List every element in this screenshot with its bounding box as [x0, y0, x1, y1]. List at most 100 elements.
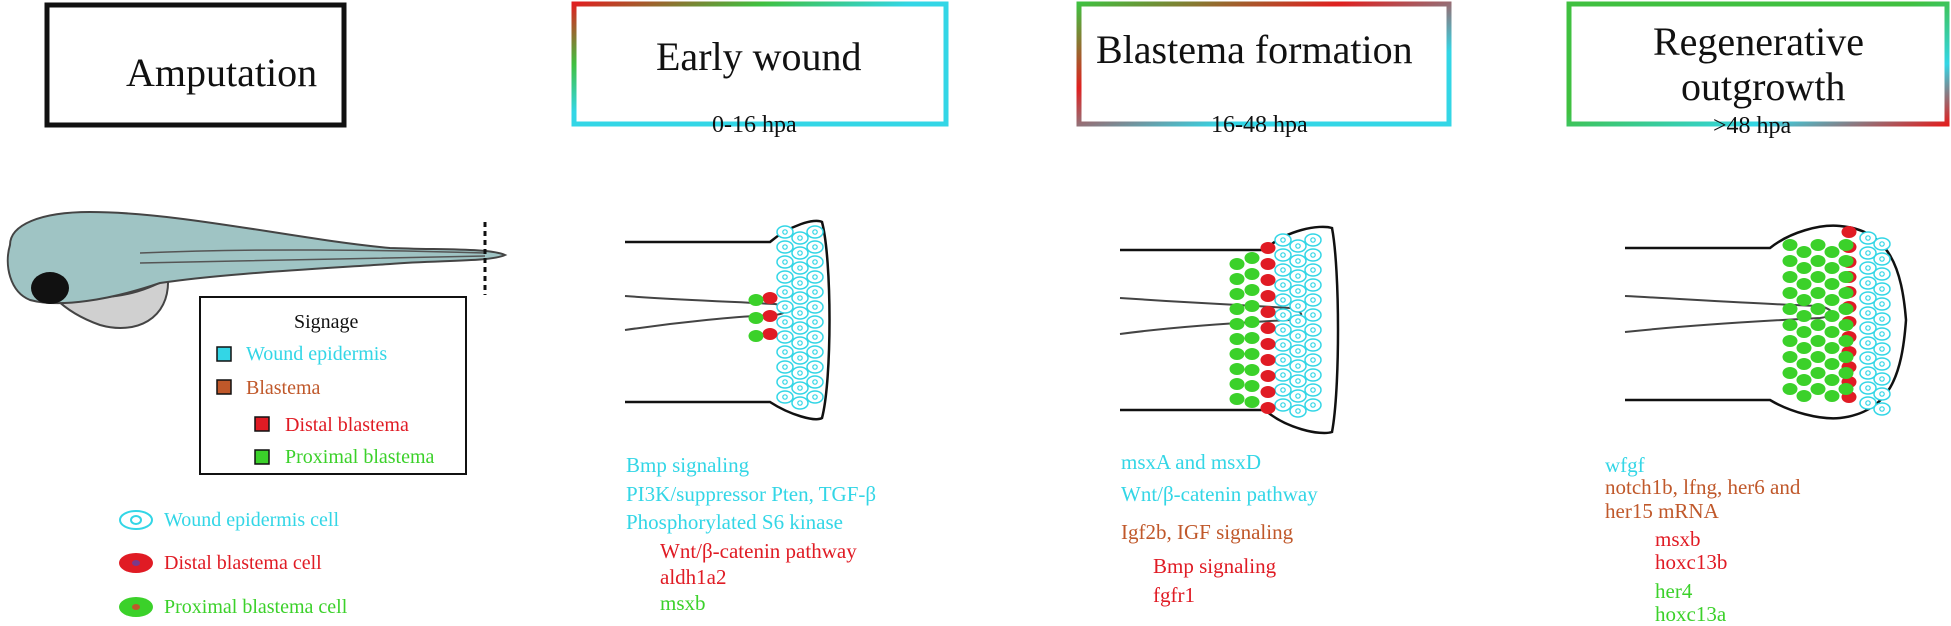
- outgrowth-box: [1566, 1, 1950, 127]
- wound-epidermis-cell: [1859, 321, 1877, 335]
- wound-epidermis-cell: [1873, 387, 1891, 401]
- wound-epidermis-cell: [776, 375, 794, 389]
- wound-epidermis-cell: [1859, 246, 1877, 260]
- wound-epidermis-cell: [1859, 351, 1877, 365]
- proximal-blastema-cell: [1838, 335, 1854, 347]
- wound-epidermis-cell: [776, 330, 794, 344]
- gene-early-4: Wnt/β-catenin pathway: [660, 539, 857, 563]
- proximal-blastema-cell: [1824, 374, 1840, 386]
- wound-epidermis-cell: [1274, 398, 1292, 412]
- wound-epidermis-cell: [1873, 372, 1891, 386]
- gene-blastema-1: msxA and msxD: [1121, 450, 1262, 474]
- proximal-blastema-cell: [1244, 300, 1260, 312]
- signage-box: [199, 296, 467, 475]
- gene-outgrowth-1: wfgf: [1605, 453, 1645, 477]
- proximal-blastema-cell: [1244, 396, 1260, 408]
- wound-epidermis-cell: [791, 291, 809, 305]
- proximal-blastema-cell: [1796, 390, 1812, 402]
- legend-distal-blastema-cell: Distal blastema cell: [164, 552, 322, 574]
- proximal-blastema-cell: [1782, 335, 1798, 347]
- gene-outgrowth-5: hoxc13b: [1655, 550, 1728, 574]
- wound-epidermis-cell: [1859, 276, 1877, 290]
- wound-epidermis-cell: [1873, 327, 1891, 341]
- wound-epidermis-cell: [1274, 353, 1292, 367]
- wound-epidermis-cell: [1873, 312, 1891, 326]
- proximal-blastema-cell: [1796, 342, 1812, 354]
- proximal-blastema-cell: [1782, 351, 1798, 363]
- proximal-blastema-cell: [1810, 351, 1826, 363]
- gene-blastema-4: Bmp signaling: [1153, 554, 1277, 578]
- proximal-blastema-cell: [1244, 252, 1260, 264]
- distal-blastema-cell: [762, 310, 778, 322]
- wound-epidermis-cell: [1274, 278, 1292, 292]
- signage-blastema: Blastema: [246, 377, 321, 399]
- distal-blastema-cell: [1260, 242, 1276, 254]
- proximal-blastema-cell: [748, 330, 764, 342]
- distal-blastema-cell-icon: [119, 553, 153, 573]
- fish-eye: [31, 272, 69, 304]
- proximal-blastema-cell: [1838, 255, 1854, 267]
- proximal-blastema-cell: [1838, 367, 1854, 379]
- wound-epidermis-cell: [776, 300, 794, 314]
- proximal-blastema-cell: [1838, 239, 1854, 251]
- amputation-box: [44, 2, 347, 128]
- proximal-blastema-cell: [1810, 303, 1826, 315]
- wound-epidermis-cell: [806, 390, 824, 404]
- fin-blastema-formation: [1119, 225, 1340, 435]
- wound-epidermis-cell: [1859, 261, 1877, 275]
- gene-early-2: PI3K/suppressor Pten, TGF-β: [626, 482, 877, 506]
- proximal-blastema-cell: [1824, 326, 1840, 338]
- wound-epidermis-cell: [791, 336, 809, 350]
- proximal-blastema-cell: [1229, 273, 1245, 285]
- wound-epidermis-cell: [1274, 293, 1292, 307]
- wound-epidermis-cell: [791, 231, 809, 245]
- distal-blastema-cell: [1260, 306, 1276, 318]
- gene-blastema-2: Wnt/β-catenin pathway: [1121, 482, 1318, 506]
- proximal-blastema-cell: [1796, 246, 1812, 258]
- wound-epidermis-cell: [806, 285, 824, 299]
- proximal-blastema-cell: [1810, 335, 1826, 347]
- wound-epidermis-cell: [791, 381, 809, 395]
- proximal-blastema-cell: [1229, 333, 1245, 345]
- proximal-blastema-cell: [1229, 318, 1245, 330]
- wound-epidermis-cell: [1289, 299, 1307, 313]
- wound-epidermis-cell: [1289, 404, 1307, 418]
- proximal-blastema-cell: [1824, 358, 1840, 370]
- proximal-blastema-cell: [1244, 316, 1260, 328]
- wound-epidermis-cell: [1873, 342, 1891, 356]
- proximal-blastema-cell: [1244, 284, 1260, 296]
- wound-epidermis-cell: [1304, 323, 1322, 337]
- wound-epidermis-cell: [1289, 314, 1307, 328]
- gene-early-6: msxb: [660, 591, 706, 615]
- proximal-blastema-cell: [1796, 374, 1812, 386]
- proximal-blastema-cell: [1244, 348, 1260, 360]
- wound-epidermis-cell: [1274, 263, 1292, 277]
- proximal-blastema-cell: [748, 312, 764, 324]
- proximal-blastema-cell: [1796, 358, 1812, 370]
- gene-outgrowth-3: her15 mRNA: [1605, 499, 1719, 523]
- fin-outgrowth: [1624, 224, 1908, 420]
- signage-title: Signage: [294, 311, 359, 333]
- outgrowth-cells: [1782, 226, 1891, 416]
- wound-epidermis-cell: [1304, 278, 1322, 292]
- wound-epidermis-cell: [1873, 252, 1891, 266]
- wound-epidermis-cell: [1304, 308, 1322, 322]
- wound-epidermis-cell: [1304, 338, 1322, 352]
- distal-blastema-cell: [1260, 258, 1276, 270]
- fin-early-wound: [624, 219, 831, 421]
- wound-epidermis-cell-icon: [119, 510, 153, 530]
- proximal-blastema-cell: [1229, 363, 1245, 375]
- legend-wound-epidermis-cell: Wound epidermis cell: [164, 509, 340, 531]
- wound-epidermis-cell: [806, 240, 824, 254]
- proximal-blastema-cell: [1824, 390, 1840, 402]
- wound-epidermis-cell: [776, 240, 794, 254]
- wound-epidermis-cell: [1289, 284, 1307, 298]
- wound-epidermis-cell: [791, 261, 809, 275]
- stage-title-amputation: Amputation: [126, 50, 318, 95]
- wound-epidermis-cell: [1873, 237, 1891, 251]
- distal-blastema-cell: [1260, 274, 1276, 286]
- signage-wound-epidermis: Wound epidermis: [246, 343, 388, 365]
- proximal-blastema-cell: [1229, 348, 1245, 360]
- stage-title-outgrowth-line1: Regenerative: [1653, 19, 1864, 64]
- wound-epidermis-cell: [776, 225, 794, 239]
